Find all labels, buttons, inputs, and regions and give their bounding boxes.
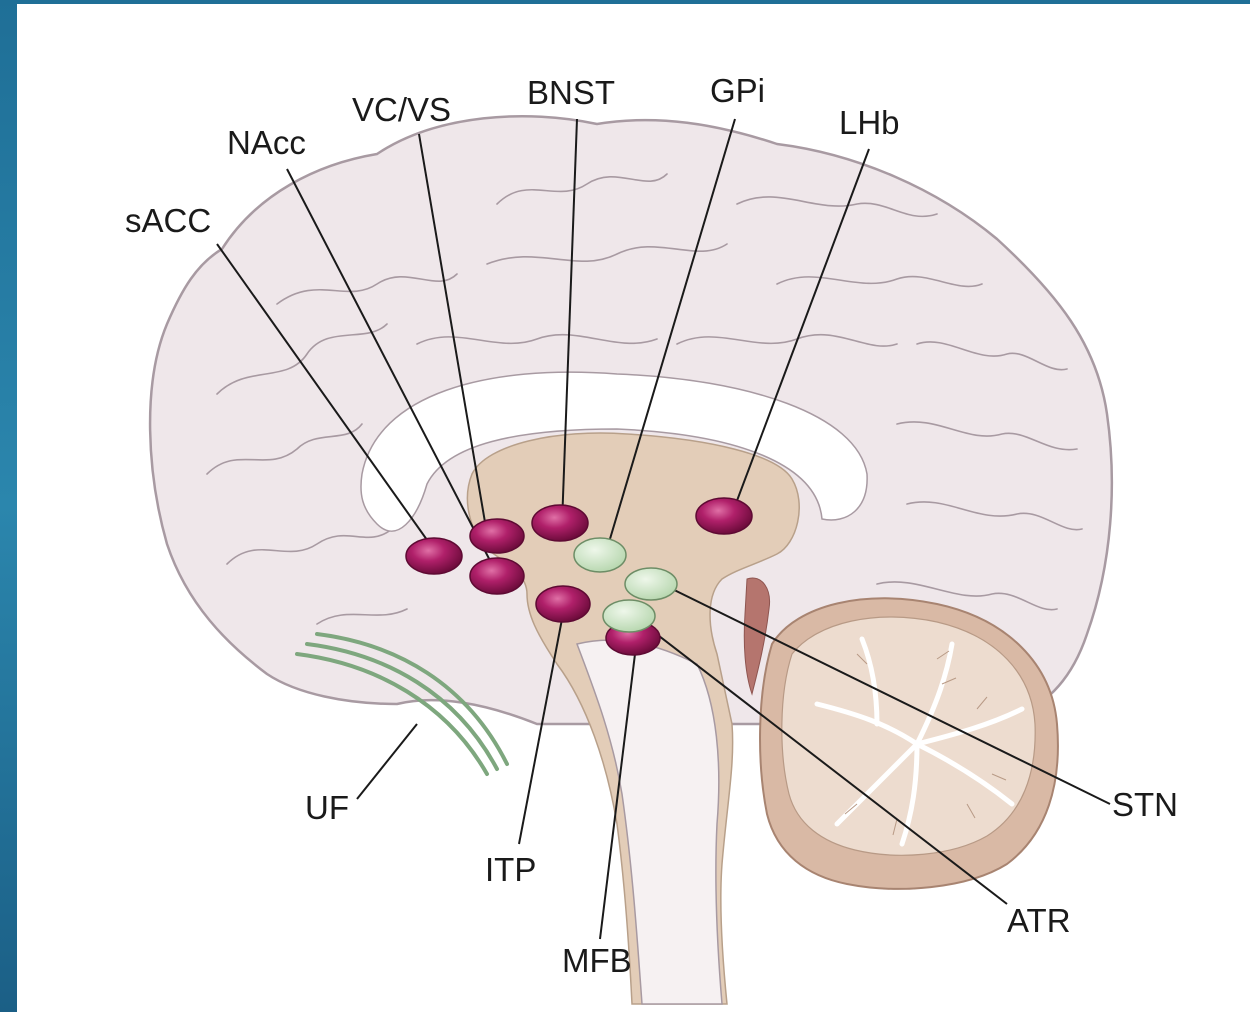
- target-bnst: [532, 505, 588, 541]
- label-uf: UF: [305, 789, 349, 826]
- target-lhb: [696, 498, 752, 534]
- label-bnst: BNST: [527, 74, 615, 111]
- target-gpi: [574, 538, 626, 572]
- target-itp: [536, 586, 590, 622]
- label-stn: STN: [1112, 786, 1178, 823]
- cerebellum: [760, 598, 1058, 889]
- target-stn: [625, 568, 677, 600]
- label-itp: ITP: [485, 851, 536, 888]
- brain-dbs-targets-diagram: sACC NAcc VC/VS BNST GPi LHb UF ITP MFB …: [17, 4, 1250, 1012]
- label-atr: ATR: [1007, 902, 1071, 939]
- target-atr: [603, 600, 655, 632]
- target-sacc: [406, 538, 462, 574]
- target-nacc: [470, 558, 524, 594]
- slide-panel: sACC NAcc VC/VS BNST GPi LHb UF ITP MFB …: [17, 4, 1250, 1012]
- label-lhb: LHb: [839, 104, 900, 141]
- label-vcvs: VC/VS: [352, 91, 451, 128]
- label-gpi: GPi: [710, 72, 765, 109]
- label-nacc: NAcc: [227, 124, 306, 161]
- label-sacc: sACC: [125, 202, 211, 239]
- label-mfb: MFB: [562, 942, 632, 979]
- target-vcvs: [470, 519, 524, 553]
